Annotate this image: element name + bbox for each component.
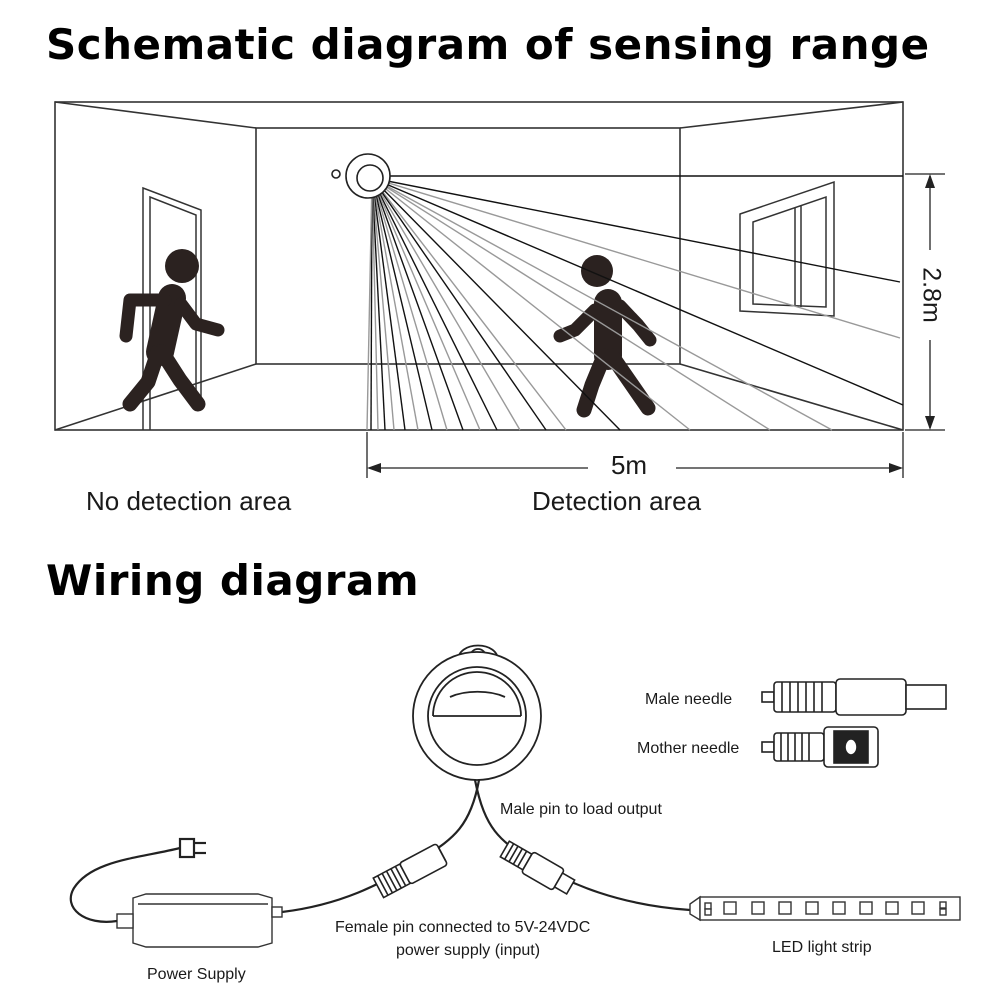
male-pin-label: Male pin to load output [500, 801, 662, 818]
door [142, 186, 202, 430]
male-needle-connector-icon [761, 678, 947, 716]
female-pin-label-line1: Female pin connected to 5V-24VDC [335, 919, 590, 936]
room-outline [54, 101, 904, 431]
mother-needle-label: Mother needle [637, 740, 739, 757]
power-supply-icon [116, 893, 283, 948]
led-strip-label: LED light strip [772, 939, 872, 956]
ceiling-sensor-icon [331, 153, 391, 199]
power-supply-label: Power Supply [147, 966, 246, 983]
wiring-diagram-title: Wiring diagram [46, 556, 420, 605]
female-pin-label-line2: power supply (input) [396, 942, 540, 959]
detection-area-label: Detection area [532, 486, 702, 516]
no-detection-area-label: No detection area [86, 486, 292, 516]
output-cable [281, 779, 691, 914]
walking-person-left-icon [119, 249, 225, 412]
female-connector-icon [372, 843, 448, 899]
window [739, 180, 835, 317]
width-label: 5m [611, 450, 647, 480]
width-dimension [366, 432, 904, 478]
height-label: 2.8m [917, 267, 945, 323]
led-strip-icon [689, 895, 961, 922]
mother-needle-connector-icon [761, 726, 879, 768]
male-connector-icon [499, 840, 576, 896]
height-dimension [905, 173, 945, 431]
ac-cord [69, 837, 206, 923]
sensing-range-title: Schematic diagram of sensing range [46, 20, 930, 69]
detection-rays [366, 175, 904, 431]
male-needle-label: Male needle [645, 691, 732, 708]
pir-sensor-module-icon [412, 644, 542, 781]
